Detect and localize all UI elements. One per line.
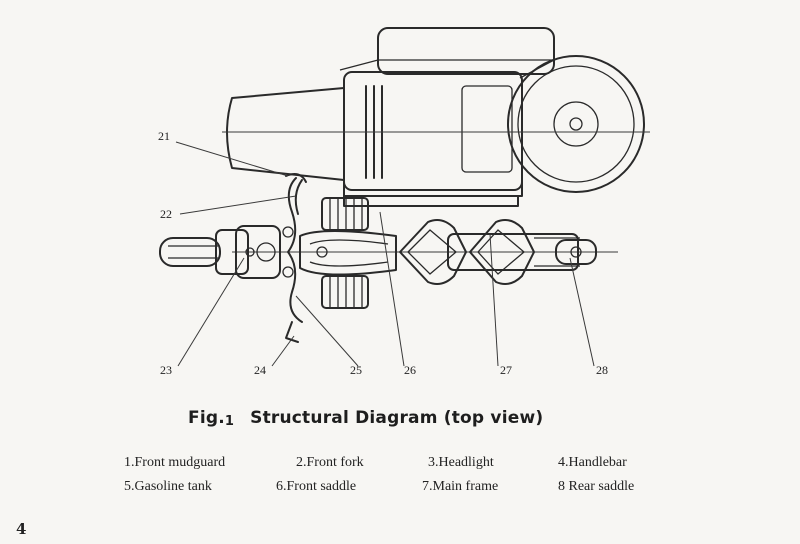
callout-26: 26 bbox=[404, 363, 416, 377]
page-number: 4 bbox=[16, 520, 27, 538]
handlebar bbox=[282, 173, 307, 343]
motorcycle-sidecar-drawing bbox=[159, 27, 650, 367]
front-fork bbox=[215, 225, 281, 279]
gasoline-tank bbox=[299, 230, 397, 276]
figure-label-text: Fig. bbox=[188, 408, 225, 428]
callout-23: 23 bbox=[160, 363, 172, 377]
figure-number: 1 bbox=[224, 414, 235, 429]
legend-item-front-fork: 2.Front fork bbox=[296, 455, 364, 470]
sidecar-body bbox=[226, 27, 555, 207]
legend-item-gasoline-tank: 5.Gasoline tank bbox=[124, 479, 212, 494]
front-saddle bbox=[399, 219, 467, 285]
callout-25: 25 bbox=[350, 363, 362, 377]
figure-label: Fig.1 bbox=[188, 408, 235, 429]
callout-24: 24 bbox=[254, 363, 266, 377]
figure-title: Structural Diagram (top view) bbox=[250, 408, 544, 428]
legend-item-rear-saddle: 8 Rear saddle bbox=[558, 479, 635, 494]
figure-caption: Fig.1 Structural Diagram (top view) bbox=[188, 408, 544, 429]
callout-21: 21 bbox=[158, 129, 170, 143]
structural-diagram: 21 22 23 24 25 26 27 28 bbox=[158, 27, 650, 377]
front-mudguard bbox=[159, 237, 221, 267]
sidecar-wheel bbox=[507, 55, 645, 193]
legend-item-main-frame: 7.Main frame bbox=[422, 479, 499, 494]
callout-28: 28 bbox=[596, 363, 608, 377]
legend-item-front-saddle: 6.Front saddle bbox=[276, 479, 357, 494]
legend-item-headlight: 3.Headlight bbox=[428, 455, 494, 470]
legend-item-front-mudguard: 1.Front mudguard bbox=[124, 455, 226, 470]
engine-cylinders bbox=[321, 197, 369, 309]
rear-frame bbox=[447, 233, 597, 271]
callout-22: 22 bbox=[160, 207, 172, 221]
legend-item-handlebar: 4.Handlebar bbox=[558, 455, 627, 470]
rear-saddle bbox=[469, 219, 535, 285]
callout-27: 27 bbox=[500, 363, 512, 377]
callout-leaders bbox=[175, 141, 595, 367]
